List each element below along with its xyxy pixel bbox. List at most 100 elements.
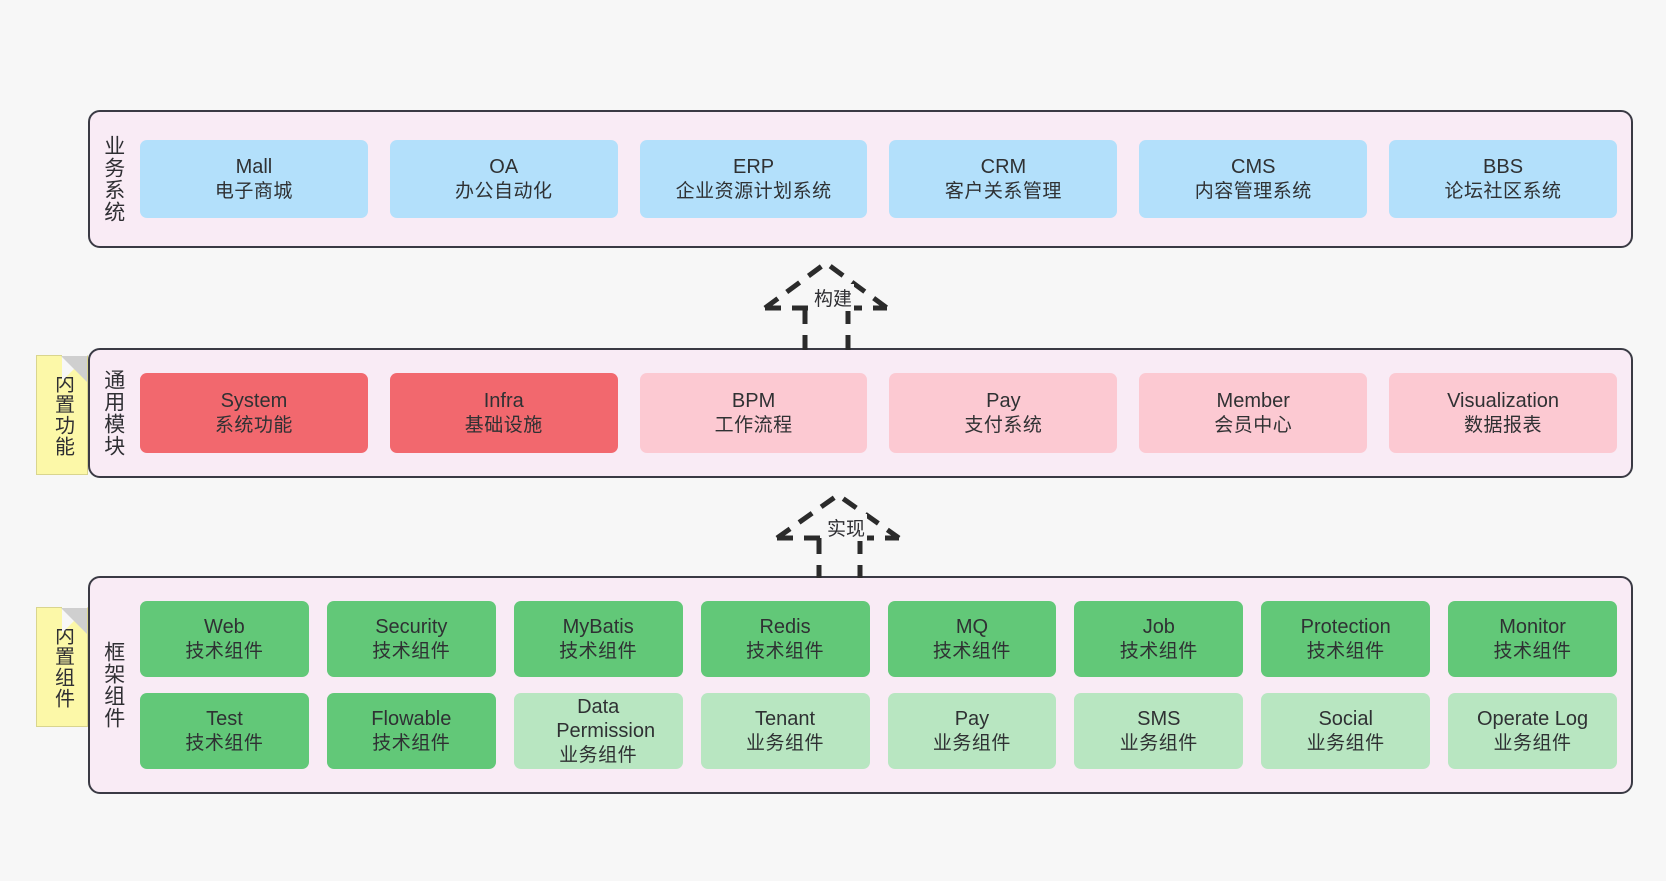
module-erp[interactable]: ERP 企业资源计划系统: [639, 140, 868, 218]
connector-build: 构建: [760, 258, 920, 350]
component-title-cn: 技术组件: [746, 640, 825, 662]
module-bbs[interactable]: BBS 论坛社区系统: [1389, 140, 1617, 218]
module-title-cn: 支付系统: [964, 414, 1043, 436]
module-title-en: Member: [1216, 390, 1290, 413]
module-oa[interactable]: OA 办公自动化: [389, 140, 618, 218]
component-redis[interactable]: Redis 技术组件: [700, 601, 870, 677]
layer-title-framework: 框架组件: [101, 641, 125, 729]
component-flowable[interactable]: Flowable 技术组件: [326, 693, 496, 769]
component-title-cn: 业务组件: [932, 732, 1011, 754]
component-title-cn: 技术组件: [185, 732, 264, 754]
module-title-cn: 工作流程: [714, 414, 793, 436]
module-title-cn: 内容管理系统: [1194, 180, 1312, 202]
component-web[interactable]: Web 技术组件: [140, 601, 309, 677]
module-title-cn: 企业资源计划系统: [675, 180, 832, 202]
module-title-cn: 会员中心: [1214, 414, 1293, 436]
module-title-cn: 数据报表: [1464, 414, 1543, 436]
component-title-en: Data Permission: [556, 696, 656, 743]
component-title-cn: 技术组件: [1306, 640, 1385, 662]
component-title-cn: 技术组件: [1119, 640, 1198, 662]
component-title-cn: 技术组件: [1493, 640, 1572, 662]
module-visualization[interactable]: Visualization 数据报表: [1389, 373, 1617, 453]
component-mybatis[interactable]: MyBatis 技术组件: [513, 601, 683, 677]
component-title-cn: 技术组件: [559, 640, 638, 662]
module-title-en: Mall: [235, 156, 273, 179]
note-builtin-features: 内置功能: [36, 355, 88, 475]
component-title-en: Security: [375, 616, 448, 639]
component-social[interactable]: Social 业务组件: [1261, 693, 1431, 769]
layer-title-common: 通用模块: [101, 369, 125, 457]
component-title-en: Job: [1142, 616, 1175, 639]
note-builtin-components: 内置组件: [36, 607, 88, 727]
module-bpm[interactable]: BPM 工作流程: [639, 373, 868, 453]
layer-business-system: 业务系统 Mall 电子商城 OA 办公自动化 ERP 企业资源计划系统 CRM: [88, 110, 1633, 248]
component-title-en: Web: [204, 616, 245, 639]
module-title-cn: 电子商城: [214, 180, 293, 202]
component-monitor[interactable]: Monitor 技术组件: [1448, 601, 1617, 677]
module-title-en: CMS: [1231, 156, 1276, 179]
module-pay[interactable]: Pay 支付系统: [889, 373, 1118, 453]
module-title-en: ERP: [733, 156, 775, 179]
module-title-en: Pay: [986, 390, 1021, 413]
component-sms[interactable]: SMS 业务组件: [1074, 693, 1244, 769]
component-security[interactable]: Security 技术组件: [326, 601, 496, 677]
module-title-en: Visualization: [1447, 390, 1560, 413]
component-title-en: MQ: [955, 616, 989, 639]
row-tech-components: Web 技术组件 Security 技术组件 MyBatis 技术组件 Redi…: [140, 601, 1617, 677]
note-builtin-features-label: 内置功能: [51, 373, 74, 457]
component-title-en: Monitor: [1499, 616, 1566, 639]
component-title-en: Redis: [759, 616, 811, 639]
layer-body-common: System 系统功能 Infra 基础设施 BPM 工作流程 Pay 支付系统…: [136, 350, 1631, 476]
module-infra[interactable]: Infra 基础设施: [389, 373, 618, 453]
component-data-permission[interactable]: Data Permission 业务组件: [513, 693, 683, 769]
component-title-cn: 技术组件: [932, 640, 1011, 662]
module-title-en: CRM: [980, 156, 1027, 179]
component-title-en: Social: [1318, 708, 1373, 731]
component-job[interactable]: Job 技术组件: [1074, 601, 1244, 677]
component-title-cn: 业务组件: [746, 732, 825, 754]
component-title-en: Pay: [954, 708, 990, 731]
component-title-en: Test: [206, 708, 243, 731]
module-mall[interactable]: Mall 电子商城: [140, 140, 368, 218]
layer-common-module: 通用模块 System 系统功能 Infra 基础设施 BPM 工作流程 Pay: [88, 348, 1633, 478]
module-title-cn: 客户关系管理: [944, 180, 1062, 202]
component-title-cn: 技术组件: [372, 732, 451, 754]
module-title-en: Infra: [483, 390, 524, 413]
module-member[interactable]: Member 会员中心: [1139, 373, 1368, 453]
row-business-components: Test 技术组件 Flowable 技术组件 Data Permission …: [140, 693, 1617, 769]
component-title-cn: 业务组件: [1306, 732, 1385, 754]
module-crm[interactable]: CRM 客户关系管理: [889, 140, 1118, 218]
row-business-systems: Mall 电子商城 OA 办公自动化 ERP 企业资源计划系统 CRM 客户关系…: [140, 140, 1617, 218]
connector-implement: 实现: [772, 490, 932, 578]
component-title-en: SMS: [1137, 708, 1181, 731]
component-title-cn: 技术组件: [372, 640, 451, 662]
layer-framework-component: 框架组件 Web 技术组件 Security 技术组件 MyBatis 技术组件…: [88, 576, 1633, 794]
component-tenant[interactable]: Tenant 业务组件: [700, 693, 870, 769]
module-title-cn: 系统功能: [214, 414, 293, 436]
module-cms[interactable]: CMS 内容管理系统: [1139, 140, 1368, 218]
component-title-en: Operate Log: [1476, 708, 1589, 731]
connector-implement-label: 实现: [825, 514, 868, 541]
module-title-cn: 论坛社区系统: [1444, 180, 1562, 202]
component-title-en: MyBatis: [562, 616, 634, 639]
row-common-modules: System 系统功能 Infra 基础设施 BPM 工作流程 Pay 支付系统…: [140, 373, 1617, 453]
component-test[interactable]: Test 技术组件: [140, 693, 309, 769]
module-title-en: BBS: [1483, 156, 1524, 179]
component-title-en: Protection: [1300, 616, 1391, 639]
component-title-cn: 业务组件: [1119, 732, 1198, 754]
component-title-en: Tenant: [755, 708, 816, 731]
component-mq[interactable]: MQ 技术组件: [887, 601, 1057, 677]
component-title-cn: 技术组件: [185, 640, 264, 662]
module-title-cn: 基础设施: [464, 414, 543, 436]
module-title-en: BPM: [731, 390, 776, 413]
component-pay[interactable]: Pay 业务组件: [887, 693, 1057, 769]
module-title-en: System: [220, 390, 288, 413]
layer-body-framework: Web 技术组件 Security 技术组件 MyBatis 技术组件 Redi…: [136, 578, 1631, 792]
module-title-cn: 办公自动化: [454, 180, 553, 202]
component-operate-log[interactable]: Operate Log 业务组件: [1448, 693, 1617, 769]
layer-body-business: Mall 电子商城 OA 办公自动化 ERP 企业资源计划系统 CRM 客户关系…: [136, 112, 1631, 246]
module-system[interactable]: System 系统功能: [140, 373, 368, 453]
component-protection[interactable]: Protection 技术组件: [1261, 601, 1431, 677]
layer-title-business: 业务系统: [101, 135, 125, 223]
